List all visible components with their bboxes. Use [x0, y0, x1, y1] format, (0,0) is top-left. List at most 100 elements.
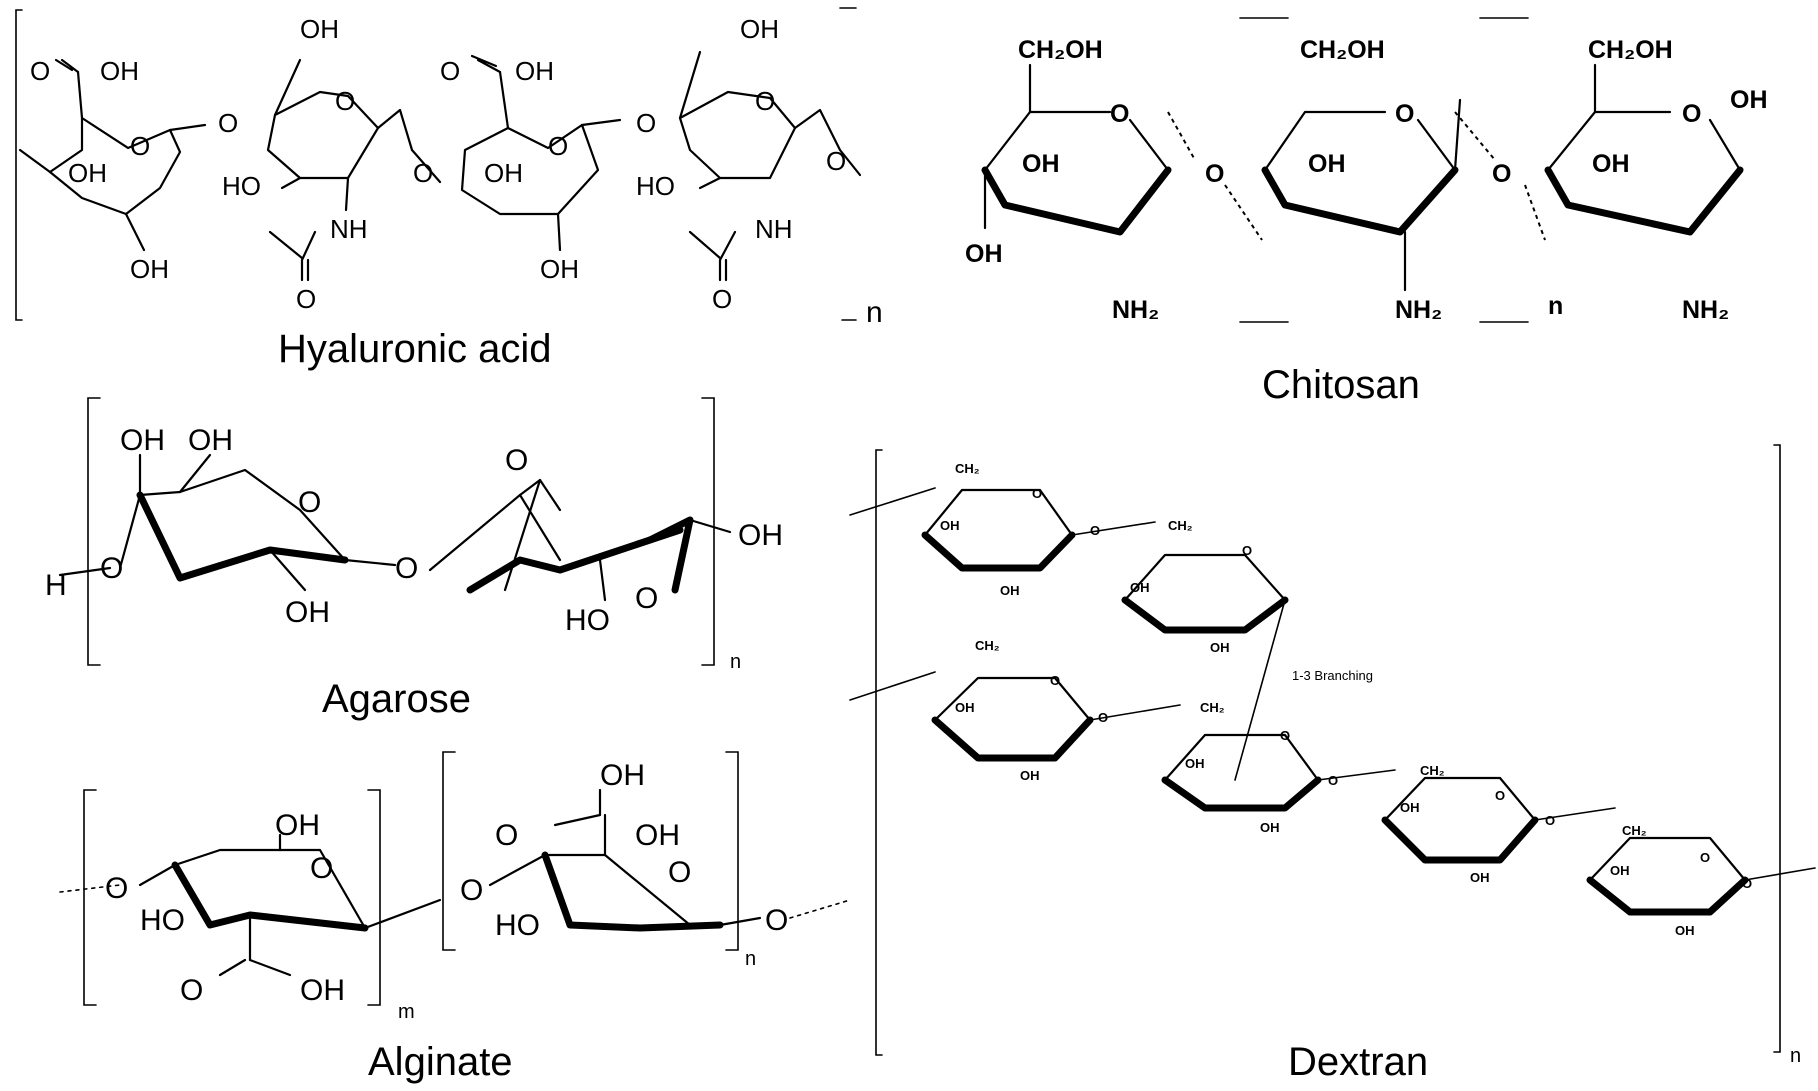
atom-label: OH	[1000, 583, 1020, 598]
atom-label: CH₂	[1200, 700, 1225, 715]
atom-label: O	[1545, 813, 1555, 828]
atom-label: O	[180, 974, 203, 1007]
atom-label: OH	[1610, 863, 1630, 878]
atom-label: HO	[222, 171, 261, 201]
glucose-unit	[931, 676, 1181, 762]
molecule-name: Dextran	[1288, 1040, 1428, 1084]
atom-label: O	[826, 146, 846, 176]
atom-label: OH	[1470, 870, 1490, 885]
repeat-subscript: n	[745, 948, 756, 970]
atom-label: O	[505, 444, 528, 477]
atom-label: CH₂OH	[1588, 36, 1673, 64]
atom-label: OH	[1260, 820, 1280, 835]
branching-label: 1-3 Branching	[1292, 668, 1373, 683]
atom-label: HO	[140, 904, 185, 937]
dextran-structure: CH₂ CH₂ CH₂ CH₂ CH₂ CH₂ O O O O O O OH O…	[849, 444, 1816, 1084]
molecule-name: Chitosan	[1262, 363, 1420, 407]
atom-label: OH	[188, 424, 233, 457]
atom-label: HO	[565, 604, 610, 637]
atom-label: CH₂	[1420, 763, 1445, 778]
atom-label: O	[668, 856, 691, 889]
glucose-unit	[1381, 776, 1616, 864]
atom-label: OH	[100, 56, 139, 86]
chitosan-structure: CH₂OH CH₂OH CH₂OH O O O OH OH OH OH O O …	[965, 17, 1768, 407]
glucose-unit	[1121, 553, 1289, 781]
atom-label: CH₂	[1622, 823, 1647, 838]
atom-label: O	[105, 872, 128, 905]
molecule-name: Hyaluronic acid	[278, 327, 551, 371]
atom-label: O	[765, 904, 788, 937]
atom-label: H	[45, 569, 67, 602]
atom-label: OH	[1592, 150, 1630, 178]
atom-label: O	[30, 56, 50, 86]
atom-label: CH₂	[975, 638, 1000, 653]
atom-label: OH	[1130, 580, 1150, 595]
atom-label: O	[413, 158, 433, 188]
atom-label: O	[548, 131, 568, 161]
glucose-unit	[1586, 836, 1816, 916]
glucose-unit	[1161, 733, 1396, 812]
atom-label: O	[1328, 773, 1338, 788]
atom-label: O	[1492, 160, 1511, 188]
atom-label: OH	[540, 254, 579, 284]
atom-label: O	[1050, 673, 1060, 688]
glucose-unit	[921, 488, 1156, 572]
atom-label: OH	[1210, 640, 1230, 655]
atom-label: OH	[130, 254, 169, 284]
atom-label: O	[395, 552, 418, 585]
atom-label: O	[100, 552, 123, 585]
agarose-structure: OH OH O H O OH O O OH HO O n Agarose	[45, 397, 783, 721]
atom-label: OH	[1730, 86, 1768, 114]
atom-label: OH	[275, 809, 320, 842]
atom-label: O	[130, 131, 150, 161]
repeat-subscript: n	[1790, 1045, 1801, 1067]
atom-label: O	[1098, 710, 1108, 725]
atom-label: OH	[300, 974, 345, 1007]
atom-label: NH	[755, 214, 793, 244]
molecule-name: Alginate	[368, 1040, 513, 1084]
atom-label: CH₂OH	[1300, 36, 1385, 64]
atom-label: OH	[300, 14, 339, 44]
atom-label: O	[1110, 100, 1129, 128]
atom-label: OH	[120, 424, 165, 457]
atom-label: CH₂OH	[1018, 36, 1103, 64]
atom-label: OH	[1020, 768, 1040, 783]
atom-label: NH₂	[1682, 296, 1729, 324]
atom-label: O	[440, 56, 460, 86]
atom-label: O	[310, 852, 333, 885]
atom-label: CH₂	[955, 461, 980, 476]
atom-label: OH	[740, 14, 779, 44]
repeat-subscript: n	[730, 651, 741, 673]
atom-label: OH	[1400, 800, 1420, 815]
atom-label: O	[755, 86, 775, 116]
atom-label: OH	[68, 158, 107, 188]
atom-label: O	[712, 284, 732, 314]
atom-label: O	[1682, 100, 1701, 128]
atom-label: HO	[495, 909, 540, 942]
alginate-structure: OH O O HO O OH m O OH O OH O HO O n Algi…	[59, 751, 851, 1084]
atom-label: O	[495, 819, 518, 852]
atom-label: O	[636, 108, 656, 138]
atom-label: O	[1280, 728, 1290, 743]
atom-label: O	[1090, 523, 1100, 538]
atom-label: O	[460, 874, 483, 907]
atom-label: O	[1700, 850, 1710, 865]
atom-label: NH₂	[1395, 296, 1442, 324]
atom-label: OH	[1308, 150, 1346, 178]
atom-label: OH	[1675, 923, 1695, 938]
atom-label: OH	[940, 518, 960, 533]
atom-label: OH	[965, 240, 1003, 268]
atom-label: O	[335, 86, 355, 116]
atom-label: O	[1495, 788, 1505, 803]
atom-label: OH	[738, 519, 783, 552]
atom-label: O	[1242, 543, 1252, 558]
repeat-subscript: n	[866, 296, 883, 329]
atom-label: OH	[635, 819, 680, 852]
repeat-subscript: m	[398, 1001, 415, 1023]
atom-label: OH	[1022, 150, 1060, 178]
atom-label: O	[1742, 876, 1752, 891]
atom-label: HO	[636, 171, 675, 201]
atom-label: O	[296, 284, 316, 314]
atom-label: O	[218, 108, 238, 138]
